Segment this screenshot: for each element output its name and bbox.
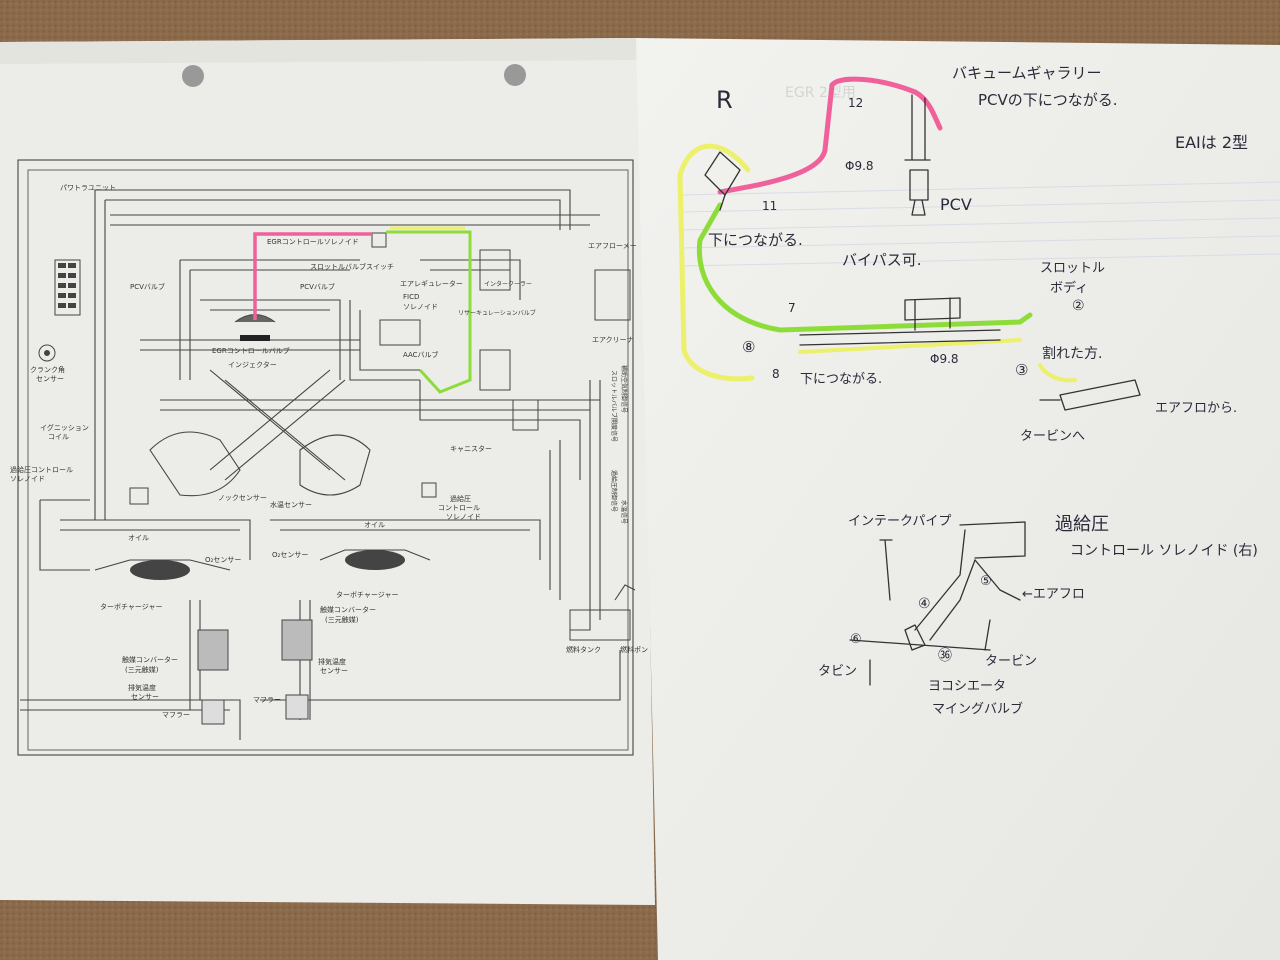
label-air-cleaner: エアクリーナ <box>592 336 634 344</box>
label-crank-sensor: クランク角 <box>30 365 65 374</box>
note-circle-36: ㊱ <box>938 648 952 664</box>
handwritten-notes: R バキュームギャラリー PCVの下につながる. EAIは 2型 12 Φ9.8… <box>708 64 1258 717</box>
note-shita-1: 下につながる. <box>708 231 803 249</box>
note-wareta: 割れた方. <box>1042 345 1102 362</box>
note-sol-1: ヨコシエータ <box>928 679 1006 694</box>
label-pcv-valve-left: PCVバルブ <box>130 282 165 291</box>
label-o2-sensor-right: O₂センサー <box>272 551 308 559</box>
label-oil-right: オイル <box>364 521 385 529</box>
label-side-2: スロットルバルブ開度信号 <box>610 370 618 442</box>
label-exhaust-temp-right: 排気温度 <box>318 657 346 666</box>
note-num-11: 11 <box>762 199 777 213</box>
label-o2-sensor-left: O₂センサー <box>205 556 241 564</box>
label-muffler-right: マフラー <box>253 696 281 704</box>
label-exhaust-temp-right-2: センサー <box>320 667 348 675</box>
engine-schematic <box>17 159 636 756</box>
label-injector: インジェクター <box>228 360 277 369</box>
note-num-8: 8 <box>772 367 780 381</box>
label-recirc-valve: リサーキュレーションバルブ <box>458 309 536 317</box>
label-side-1: 補助空気制御信号 <box>620 365 628 413</box>
note-throttle-1: スロットル <box>1040 261 1105 276</box>
label-boost-solenoid-left-2: ソレノイド <box>10 475 45 483</box>
note-num-7: 7 <box>788 301 796 315</box>
note-num-12: 12 <box>848 96 863 110</box>
label-boost-solenoid-right-3: ソレノイド <box>446 513 481 521</box>
label-fuel-tank: 燃料タンク <box>566 645 601 654</box>
pink-vacuum-line <box>253 232 372 320</box>
right-sheet: EGR 2型用 R バキュームギャラリー PCVの下につながる. EAIは 2型 <box>636 38 1280 960</box>
note-turbine-left: タビン <box>818 664 857 679</box>
note-boost-1: 過給圧 <box>1055 514 1109 535</box>
label-throttle-switch: スロットルバルブスイッチ <box>310 262 394 271</box>
note-vacuum-gallery: バキュームギャラリー <box>952 64 1102 82</box>
pink-hose <box>717 76 943 195</box>
label-catalyst-right-2: (三元触媒) <box>325 615 359 624</box>
label-airflow-meter: エアフローメー <box>588 242 637 250</box>
note-turbine-right: タービン <box>985 654 1037 669</box>
label-boost-solenoid-right-2: コントロール <box>438 504 480 512</box>
punch-hole-left <box>182 65 204 87</box>
note-bypass: バイパス可. <box>842 251 921 269</box>
label-side-3: 過給圧制御信号 <box>610 470 618 512</box>
label-fico: FICD <box>403 293 419 301</box>
label-power-unit: パワトラユニット <box>60 184 116 192</box>
label-aac-valve: AACバルブ <box>403 350 439 359</box>
label-fico-2: ソレノイド <box>403 303 438 311</box>
note-r-mark: R <box>716 86 733 114</box>
label-side-4: 水温信号 <box>620 500 628 524</box>
note-phi-top: Φ9.8 <box>845 159 874 173</box>
green-hose <box>696 202 1033 333</box>
note-pcv-connect: PCVの下につながる. <box>978 91 1118 109</box>
label-intercooler: インタークーラー <box>484 280 532 288</box>
note-eai: EAIは 2型 <box>1175 133 1248 152</box>
label-turbo-left: ターボチャージャー <box>100 602 162 611</box>
label-catalyst-right: 触媒コンバーター <box>320 605 376 614</box>
green-vacuum-line <box>386 230 472 394</box>
note-boost-2: コントロール ソレノイド (右) <box>1070 543 1258 559</box>
note-pcv: PCV <box>940 195 972 214</box>
left-sheet: パワトラユニット クランク角 センサー PCVバルブ PCVバルブ EGRコント… <box>0 38 655 905</box>
note-circle-6: ⑥ <box>850 632 862 647</box>
faded-header: EGR 2型用 <box>785 85 856 101</box>
note-throttle-2: ボディ <box>1050 280 1088 296</box>
label-egr-solenoid: EGRコントロールソレノイド <box>267 238 359 246</box>
schematic-labels: パワトラユニット クランク角 センサー PCVバルブ PCVバルブ EGRコント… <box>10 184 648 719</box>
label-ignition-coil: イグニッション <box>40 423 89 432</box>
label-turbo-right: ターボチャージャー <box>336 590 398 599</box>
note-to-airflow: エアフロから. <box>1155 401 1237 416</box>
note-circle-5: ⑤ <box>980 574 992 589</box>
label-air-regulator: エアレギュレーター <box>400 279 463 288</box>
note-circle-3: ③ <box>1015 361 1028 379</box>
punch-hole-right <box>504 64 526 86</box>
label-egr-valve: EGRコントロールバルブ <box>212 346 290 355</box>
note-circle-4: ④ <box>918 596 931 612</box>
note-phi-mid: Φ9.8 <box>930 352 959 366</box>
label-muffler-left: マフラー <box>162 711 190 719</box>
label-catalyst-left-2: (三元触媒) <box>125 665 159 674</box>
note-shita-2: 下につながる. <box>800 372 882 387</box>
note-circle-8: ⑧ <box>742 338 755 356</box>
label-exhaust-temp-left: 排気温度 <box>128 683 156 692</box>
note-intake-pipe: インテークパイプ <box>848 514 951 529</box>
label-knock-sensor: ノックセンサー <box>218 494 267 502</box>
yellow-hose-mid <box>798 338 1077 383</box>
label-canister: キャニスター <box>450 444 492 453</box>
note-circle-2: ② <box>1072 298 1085 314</box>
label-ignition-coil-2: コイル <box>48 433 69 441</box>
yellow-hose-left <box>677 143 755 382</box>
label-pcv-valve-right: PCVバルブ <box>300 282 335 291</box>
note-to-turbine: タービンへ <box>1020 429 1085 444</box>
note-to-airflow-2: ←エアフロ <box>1022 587 1085 602</box>
label-catalyst-left: 触媒コンバーター <box>122 655 178 664</box>
label-fuel-pump: 燃料ポン <box>620 645 648 654</box>
label-exhaust-temp-left-2: センサー <box>131 693 159 701</box>
note-sol-2: マイングバルブ <box>932 701 1023 717</box>
ink-sketch <box>704 94 1141 686</box>
label-boost-solenoid-right: 過給圧 <box>450 494 471 503</box>
label-oil-left: オイル <box>128 534 149 542</box>
label-boost-solenoid-left: 過給圧コントロール <box>10 465 73 474</box>
label-crank-sensor-2: センサー <box>36 375 64 383</box>
label-water-temp-sensor: 水温センサー <box>270 500 312 509</box>
